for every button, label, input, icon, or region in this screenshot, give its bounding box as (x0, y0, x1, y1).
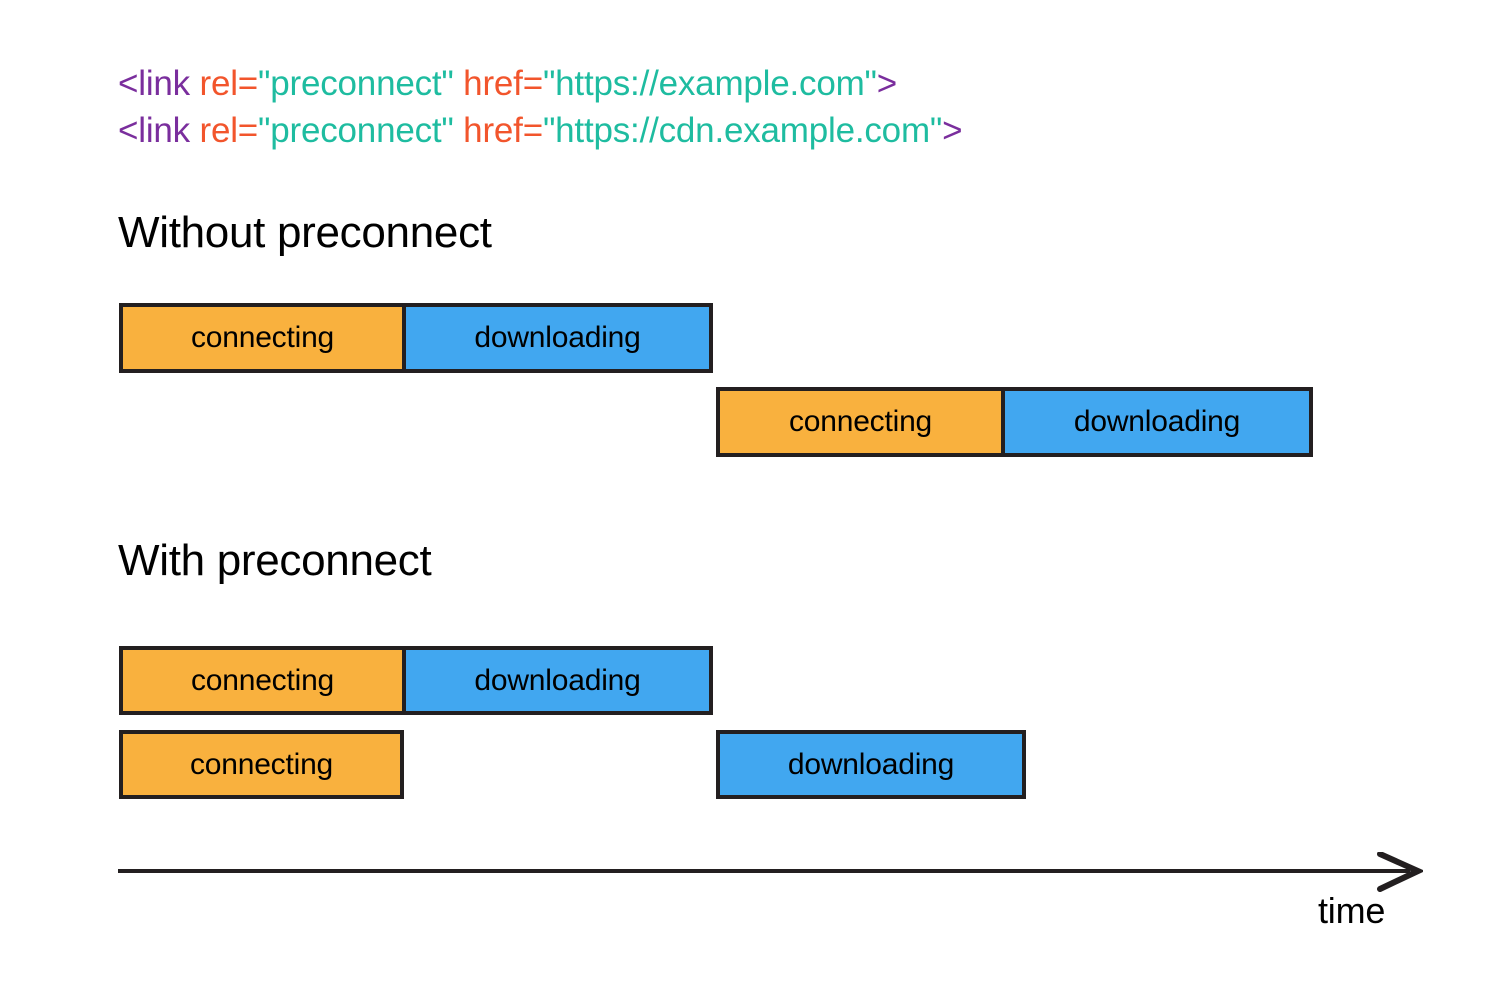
bar-label: connecting (189, 747, 334, 781)
bar-label: downloading (1073, 405, 1241, 438)
time-axis (118, 852, 1423, 898)
bar-label: downloading (474, 321, 641, 354)
time-axis-label: time (1318, 890, 1386, 931)
timeline-bar-row2-connecting: connecting (716, 387, 1003, 457)
timeline-bar-row3-connecting: connecting (119, 646, 404, 715)
timeline-bar-row1-connecting: connecting (119, 303, 404, 373)
code-attribute-rel: rel= (189, 111, 259, 150)
section-heading-with-preconnect: With preconnect (118, 536, 432, 585)
code-tag-open: <link (118, 111, 190, 150)
code-tag-open: <link (118, 64, 190, 103)
code-value-href: "https://example.com" (542, 64, 877, 103)
code-line-2: <link rel="preconnect" href="https://cdn… (118, 107, 963, 154)
timeline-bar-row3-downloading: downloading (404, 646, 713, 715)
bar-label: connecting (190, 321, 335, 354)
bar-label: connecting (190, 663, 335, 697)
code-tag-close: > (942, 111, 963, 150)
code-snippet: <link rel="preconnect" href="https://exa… (118, 60, 963, 154)
bar-label: downloading (787, 747, 955, 781)
section-heading-without-preconnect: Without preconnect (118, 208, 492, 257)
timeline-bar-row2-downloading: downloading (1003, 387, 1313, 457)
code-line-1: <link rel="preconnect" href="https://exa… (118, 60, 962, 107)
code-attribute-rel: rel= (189, 64, 259, 103)
code-attribute-href: href= (453, 111, 543, 150)
timeline-bar-row1-downloading: downloading (404, 303, 713, 373)
timeline-bar-row4-downloading: downloading (716, 730, 1026, 799)
code-attribute-href: href= (453, 64, 543, 103)
timeline-bar-row4-connecting: connecting (119, 730, 404, 799)
code-tag-close: > (876, 64, 898, 103)
arrow-right-icon (1377, 852, 1423, 892)
bar-label: downloading (474, 663, 641, 697)
code-value-href: "https://cdn.example.com" (542, 111, 943, 150)
bar-label: connecting (788, 405, 933, 438)
code-value-rel: "preconnect" (258, 64, 454, 103)
code-value-rel: "preconnect" (258, 111, 454, 150)
